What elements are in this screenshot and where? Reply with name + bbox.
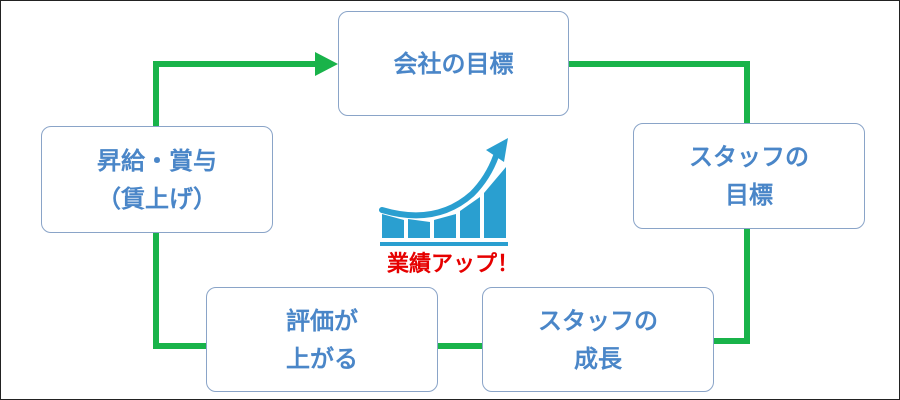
pay-raise-text-line1: 昇給・賞与 xyxy=(97,146,217,175)
connector-staff-goal-to-growth xyxy=(714,229,750,344)
evaluation-text-line1: 評価が xyxy=(286,306,358,335)
chart-bar-2 xyxy=(408,219,430,238)
evaluation-text-line2: 上がる xyxy=(286,344,358,373)
chart-arrow-tip xyxy=(486,138,508,162)
result-label: 業績アップ！ xyxy=(386,252,519,277)
company-goal-text: 会社の目標 xyxy=(393,49,514,78)
pay-raise-box: 昇給・賞与 （賃上げ） xyxy=(41,126,273,233)
chart-bar-1 xyxy=(382,214,404,238)
company-goal-box: 会社の目標 xyxy=(338,11,569,116)
connector-raise-to-goal xyxy=(153,61,316,126)
chart-bar-4 xyxy=(460,197,480,238)
evaluation-box: 評価が 上がる xyxy=(206,287,438,392)
chart-trend-curve xyxy=(379,153,499,219)
chart-baseline xyxy=(380,242,508,246)
staff-growth-box: スタッフの 成長 xyxy=(482,287,714,392)
arrowhead-icon xyxy=(315,52,338,76)
growth-bar-chart-icon xyxy=(379,138,508,246)
staff-growth-text-line1: スタッフの xyxy=(538,306,658,335)
pay-raise-text-line2: （賃上げ） xyxy=(97,184,217,213)
staff-goal-text-line2: 目標 xyxy=(725,181,773,209)
connector-evaluation-to-raise xyxy=(153,233,206,349)
staff-goal-box: スタッフの 目標 xyxy=(633,123,865,229)
staff-growth-text-line2: 成長 xyxy=(574,344,622,373)
staff-goal-text-line1: スタッフの xyxy=(689,143,809,171)
chart-bar-5 xyxy=(484,167,506,238)
chart-bar-3 xyxy=(434,214,456,238)
connector-goal-to-staff-goal xyxy=(569,61,750,123)
